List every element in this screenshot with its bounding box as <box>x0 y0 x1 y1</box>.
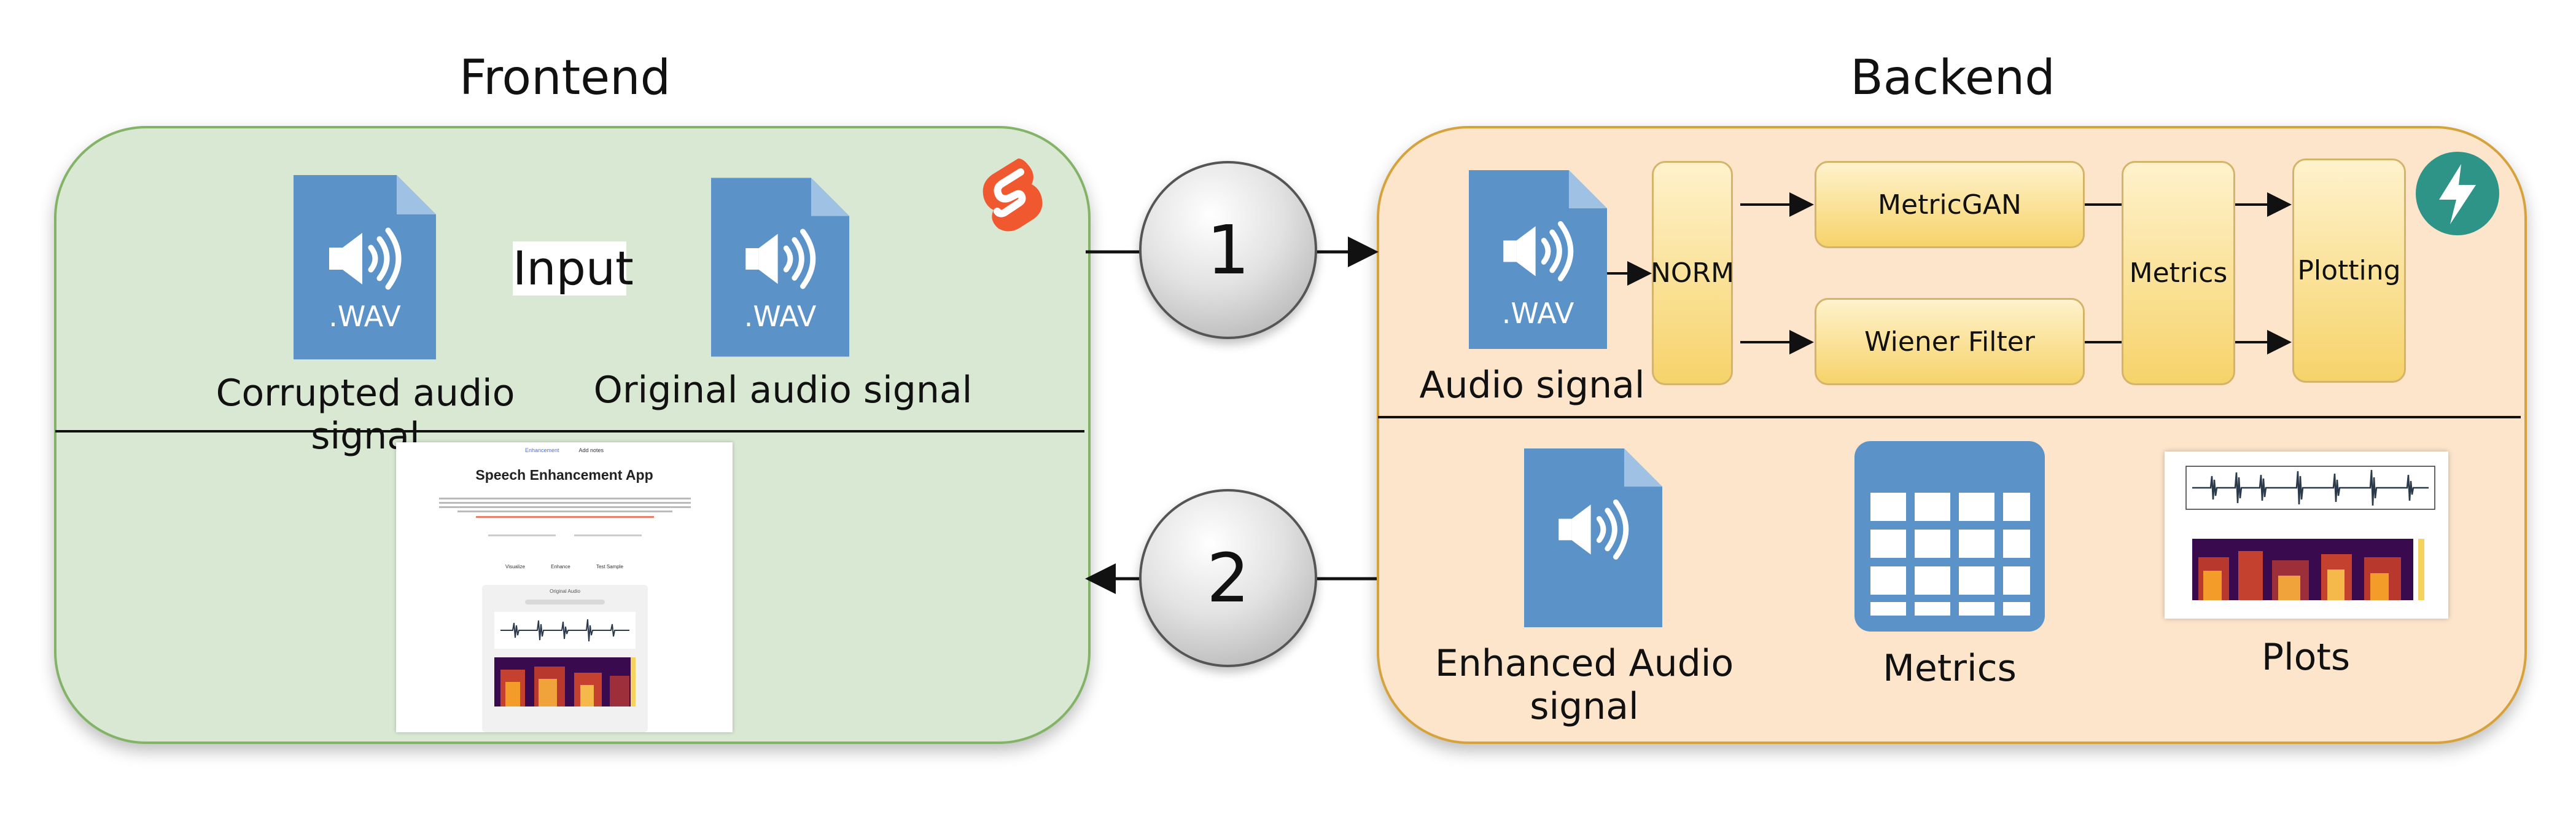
audio-signal-label: Audio signal <box>1419 364 1645 407</box>
table-icon <box>1854 441 2045 632</box>
step-2-circle: 2 <box>1139 489 1317 667</box>
frontend-title: Frontend <box>459 50 671 106</box>
frontend-divider <box>55 430 1084 432</box>
screenshot-player <box>525 600 605 605</box>
enhanced-audio-label-line2: signal <box>1530 685 1639 728</box>
plots-card <box>2165 452 2448 619</box>
plotting-box: Plotting <box>2292 158 2406 383</box>
speaker-icon <box>1558 499 1629 560</box>
norm-box: NORM <box>1651 161 1734 385</box>
enhanced-audio-label-line1: Enhanced Audio <box>1434 642 1734 685</box>
wav-file-icon <box>1469 170 1607 349</box>
metrics-box: Metrics <box>2122 161 2235 385</box>
backend-divider <box>1378 416 2521 418</box>
corrupted-file-ext: .WAV <box>329 300 401 333</box>
screenshot-audio-card: Original Audio <box>482 585 648 732</box>
plots-output-label: Plots <box>2261 636 2351 679</box>
input-label: Input <box>513 241 634 295</box>
step-1-circle: 1 <box>1139 161 1317 339</box>
screenshot-file-inputs <box>488 534 642 549</box>
svelte-logo-icon <box>983 158 1043 232</box>
backend-title: Backend <box>1850 50 2055 106</box>
wiener-filter-box: Wiener Filter <box>1815 298 2085 385</box>
screenshot-button: Test Sample <box>596 564 623 569</box>
plot-spectrogram <box>2192 539 2424 600</box>
wav-file-icon <box>711 178 849 357</box>
nav-item-enhancement: Enhancement <box>524 447 559 453</box>
speaker-icon <box>329 227 402 290</box>
plot-waveform <box>2185 466 2435 510</box>
screenshot-nav: Enhancement Add notes <box>396 447 733 453</box>
screenshot-waveform <box>494 612 636 649</box>
speaker-icon <box>1503 221 1574 281</box>
original-file-ext: .WAV <box>744 300 817 333</box>
nav-item-add-notes: Add notes <box>578 447 604 453</box>
screenshot-spectrogram <box>494 657 636 706</box>
wav-file-icon <box>1524 448 1662 627</box>
app-screenshot: Enhancement Add notes Speech Enhancement… <box>396 442 733 732</box>
enhanced-audio-label: Enhanced Audio signal <box>1412 642 1756 728</box>
corrupted-audio-label: Corrupted audio signal <box>216 372 515 458</box>
speaker-icon <box>745 229 816 289</box>
fastapi-logo-icon <box>2416 152 2499 235</box>
screenshot-text-lines <box>439 495 691 522</box>
original-audio-label: Original audio signal <box>593 369 973 412</box>
metricgan-box: MetricGAN <box>1815 161 2085 248</box>
wav-file-icon <box>294 175 436 359</box>
metrics-output-label: Metrics <box>1883 647 2017 690</box>
screenshot-buttons: Visualize Enhance Test Sample <box>396 564 733 569</box>
screenshot-button: Enhance <box>551 564 570 569</box>
screenshot-section-title: Original Audio <box>550 589 580 594</box>
screenshot-button: Visualize <box>505 564 525 569</box>
backend-file-ext: .WAV <box>1501 297 1574 330</box>
screenshot-heading: Speech Enhancement App <box>475 467 653 483</box>
